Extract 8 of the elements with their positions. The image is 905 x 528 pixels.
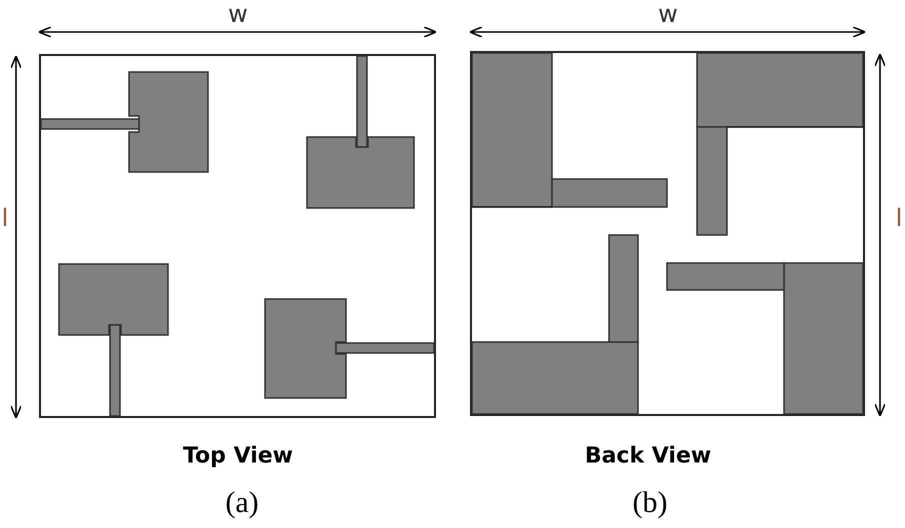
dimension-label: w: [658, 0, 678, 28]
dimension-label: w: [228, 0, 248, 28]
panel-label: (b): [632, 486, 668, 520]
dimension-label: l: [2, 204, 8, 232]
view-caption: Back View: [584, 444, 712, 468]
panel-label: (a): [225, 486, 259, 520]
view-caption: Top View: [182, 444, 294, 468]
dimension-label: l: [896, 204, 902, 232]
